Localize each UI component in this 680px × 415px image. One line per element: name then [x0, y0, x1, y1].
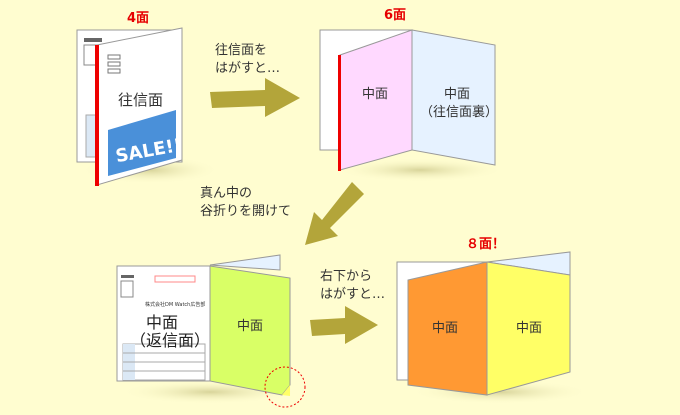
- panel-4-sides: [76, 27, 220, 186]
- panel2-right-label1: 中面: [444, 87, 470, 102]
- arrow-right-1: [210, 78, 300, 117]
- panel2-left-label: 中面: [362, 87, 388, 102]
- panel2-title: 6面: [384, 8, 406, 23]
- panel3-right-label: 中面: [237, 319, 263, 334]
- panel2-right-label2: （往信面裏）: [420, 105, 498, 120]
- sale-banner: [108, 110, 176, 176]
- arrow3-line1: 右下から: [320, 269, 372, 284]
- arrow3-line2: はがすと…: [320, 287, 385, 302]
- panel3-center-label2: （返信面）: [130, 331, 210, 350]
- panel1-title: 4面: [127, 11, 149, 26]
- peel-corner-highlight: [264, 366, 306, 408]
- panel4-right-label: 中面: [516, 321, 542, 336]
- front-label: 往信面: [118, 91, 163, 109]
- company-name: 株式会社DM Watch広告部: [145, 301, 205, 308]
- arrow1-line1: 往信面を: [215, 43, 267, 58]
- panel-open-return: [116, 254, 306, 408]
- panel4-left-label: 中面: [432, 321, 458, 336]
- panel-6-sides: [319, 29, 505, 182]
- panel4-title: ８面！: [466, 237, 505, 252]
- arrow2-line1: 真ん中の: [200, 186, 252, 201]
- arrow2-line2: 谷折りを開けて: [200, 204, 291, 219]
- orange-page: [407, 261, 488, 396]
- arrow1-line2: はがすと…: [215, 61, 280, 76]
- arrow-right-2: [310, 306, 378, 344]
- arrow-down-left: [305, 182, 364, 245]
- panel-8-sides: [396, 251, 590, 404]
- panel3-center-label1: 中面: [146, 313, 178, 332]
